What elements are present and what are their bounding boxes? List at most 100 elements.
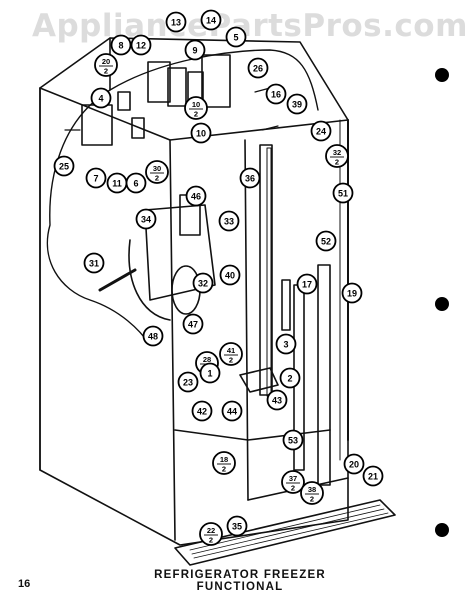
callout-circle xyxy=(90,87,112,109)
callout-number: 42 xyxy=(197,407,207,417)
callout-circle xyxy=(218,210,240,232)
diagram-caption: REFRIGERATOR FREEZER FUNCTIONAL xyxy=(154,569,326,593)
callout-5: 5 xyxy=(225,26,247,48)
callout-16: 16 xyxy=(265,83,287,105)
callout-53: 53 xyxy=(282,429,304,451)
callout-circle xyxy=(325,144,349,168)
callout-8: 8 xyxy=(110,34,132,56)
callout-4: 4 xyxy=(90,87,112,109)
callout-number: 33 xyxy=(224,217,234,227)
callout-number: 31 xyxy=(89,259,99,269)
callout-19: 19 xyxy=(341,282,363,304)
callout-52: 52 xyxy=(315,230,337,252)
callout-circle xyxy=(199,522,223,546)
callout-number: 10 xyxy=(192,100,200,109)
callout-number: 13 xyxy=(171,18,181,28)
callout-20-2: 202 xyxy=(94,53,118,77)
callout-circle xyxy=(135,208,157,230)
callout-quantity: 2 xyxy=(209,536,213,545)
callout-number: 2 xyxy=(287,374,292,384)
callout-7: 7 xyxy=(85,167,107,189)
callout-quantity: 2 xyxy=(291,484,295,493)
callout-32-2: 322 xyxy=(325,144,349,168)
callout-quantity: 2 xyxy=(335,158,339,167)
callout-circle xyxy=(200,9,222,31)
page-number: 16 xyxy=(18,578,31,590)
callout-circle xyxy=(225,26,247,48)
callout-circle xyxy=(83,252,105,274)
callout-13: 13 xyxy=(165,11,187,33)
callout-circle xyxy=(191,400,213,422)
callout-number: 53 xyxy=(288,436,298,446)
callout-circle xyxy=(190,122,212,144)
callout-circle xyxy=(332,182,354,204)
callout-33: 33 xyxy=(218,210,240,232)
callout-number: 8 xyxy=(118,41,123,51)
callout-number: 12 xyxy=(136,41,146,51)
callout-number: 18 xyxy=(220,455,228,464)
callout-quantity: 2 xyxy=(229,356,233,365)
callout-3: 3 xyxy=(275,333,297,355)
callout-quantity: 2 xyxy=(104,67,108,76)
callout-circle xyxy=(286,93,308,115)
binder-holes xyxy=(435,68,449,537)
callout-circle xyxy=(130,34,152,56)
callout-2: 2 xyxy=(279,367,301,389)
callout-circle xyxy=(199,362,221,384)
toe-grille xyxy=(174,499,396,566)
callout-number: 11 xyxy=(112,179,122,189)
callout-circle xyxy=(265,83,287,105)
callout-number: 7 xyxy=(93,174,98,184)
callout-number: 25 xyxy=(59,162,69,172)
callout-circle xyxy=(110,34,132,56)
callout-circle xyxy=(221,400,243,422)
callout-number: 40 xyxy=(225,271,235,281)
hinge-bracket xyxy=(239,367,279,393)
callout-circle xyxy=(94,53,118,77)
callout-number: 52 xyxy=(321,237,331,247)
callout-number: 48 xyxy=(148,332,158,342)
callout-number: 46 xyxy=(191,192,201,202)
callout-24: 24 xyxy=(310,120,332,142)
callout-number: 28 xyxy=(203,355,211,364)
callout-number: 20 xyxy=(102,57,110,66)
callout-number: 51 xyxy=(338,189,348,199)
callout-31: 31 xyxy=(83,252,105,274)
callout-22-2: 222 xyxy=(199,522,223,546)
callout-circle xyxy=(279,367,301,389)
callout-number: 22 xyxy=(207,526,215,535)
callout-number: 1 xyxy=(207,369,212,379)
callout-39: 39 xyxy=(286,93,308,115)
callout-18-2: 182 xyxy=(212,451,236,475)
callout-circle xyxy=(282,429,304,451)
callout-circle xyxy=(341,282,363,304)
callout-circle xyxy=(343,453,365,475)
callout-circle xyxy=(184,39,206,61)
callout-number: 44 xyxy=(227,407,237,417)
callout-circle xyxy=(275,333,297,355)
callout-23: 23 xyxy=(177,371,199,393)
callout-circle xyxy=(310,120,332,142)
callout-circle xyxy=(142,325,164,347)
callout-44: 44 xyxy=(221,400,243,422)
callout-number: 16 xyxy=(271,90,281,100)
callout-number: 5 xyxy=(233,33,238,43)
callout-number: 14 xyxy=(206,16,216,26)
callout-6: 6 xyxy=(125,172,147,194)
callout-25: 25 xyxy=(53,155,75,177)
callout-number: 34 xyxy=(141,215,151,225)
callout-48: 48 xyxy=(142,325,164,347)
evaporator-assembly xyxy=(128,194,216,321)
callout-circle xyxy=(219,264,241,286)
callout-20: 20 xyxy=(343,453,365,475)
callout-47: 47 xyxy=(182,313,204,335)
callout-circle xyxy=(226,515,248,537)
callout-37-2: 372 xyxy=(281,470,305,494)
callout-number: 6 xyxy=(133,179,138,189)
callout-9: 9 xyxy=(184,39,206,61)
callout-number: 41 xyxy=(227,346,235,355)
callout-circle xyxy=(300,481,324,505)
callout-circle xyxy=(192,272,214,294)
callout-circle xyxy=(145,160,169,184)
